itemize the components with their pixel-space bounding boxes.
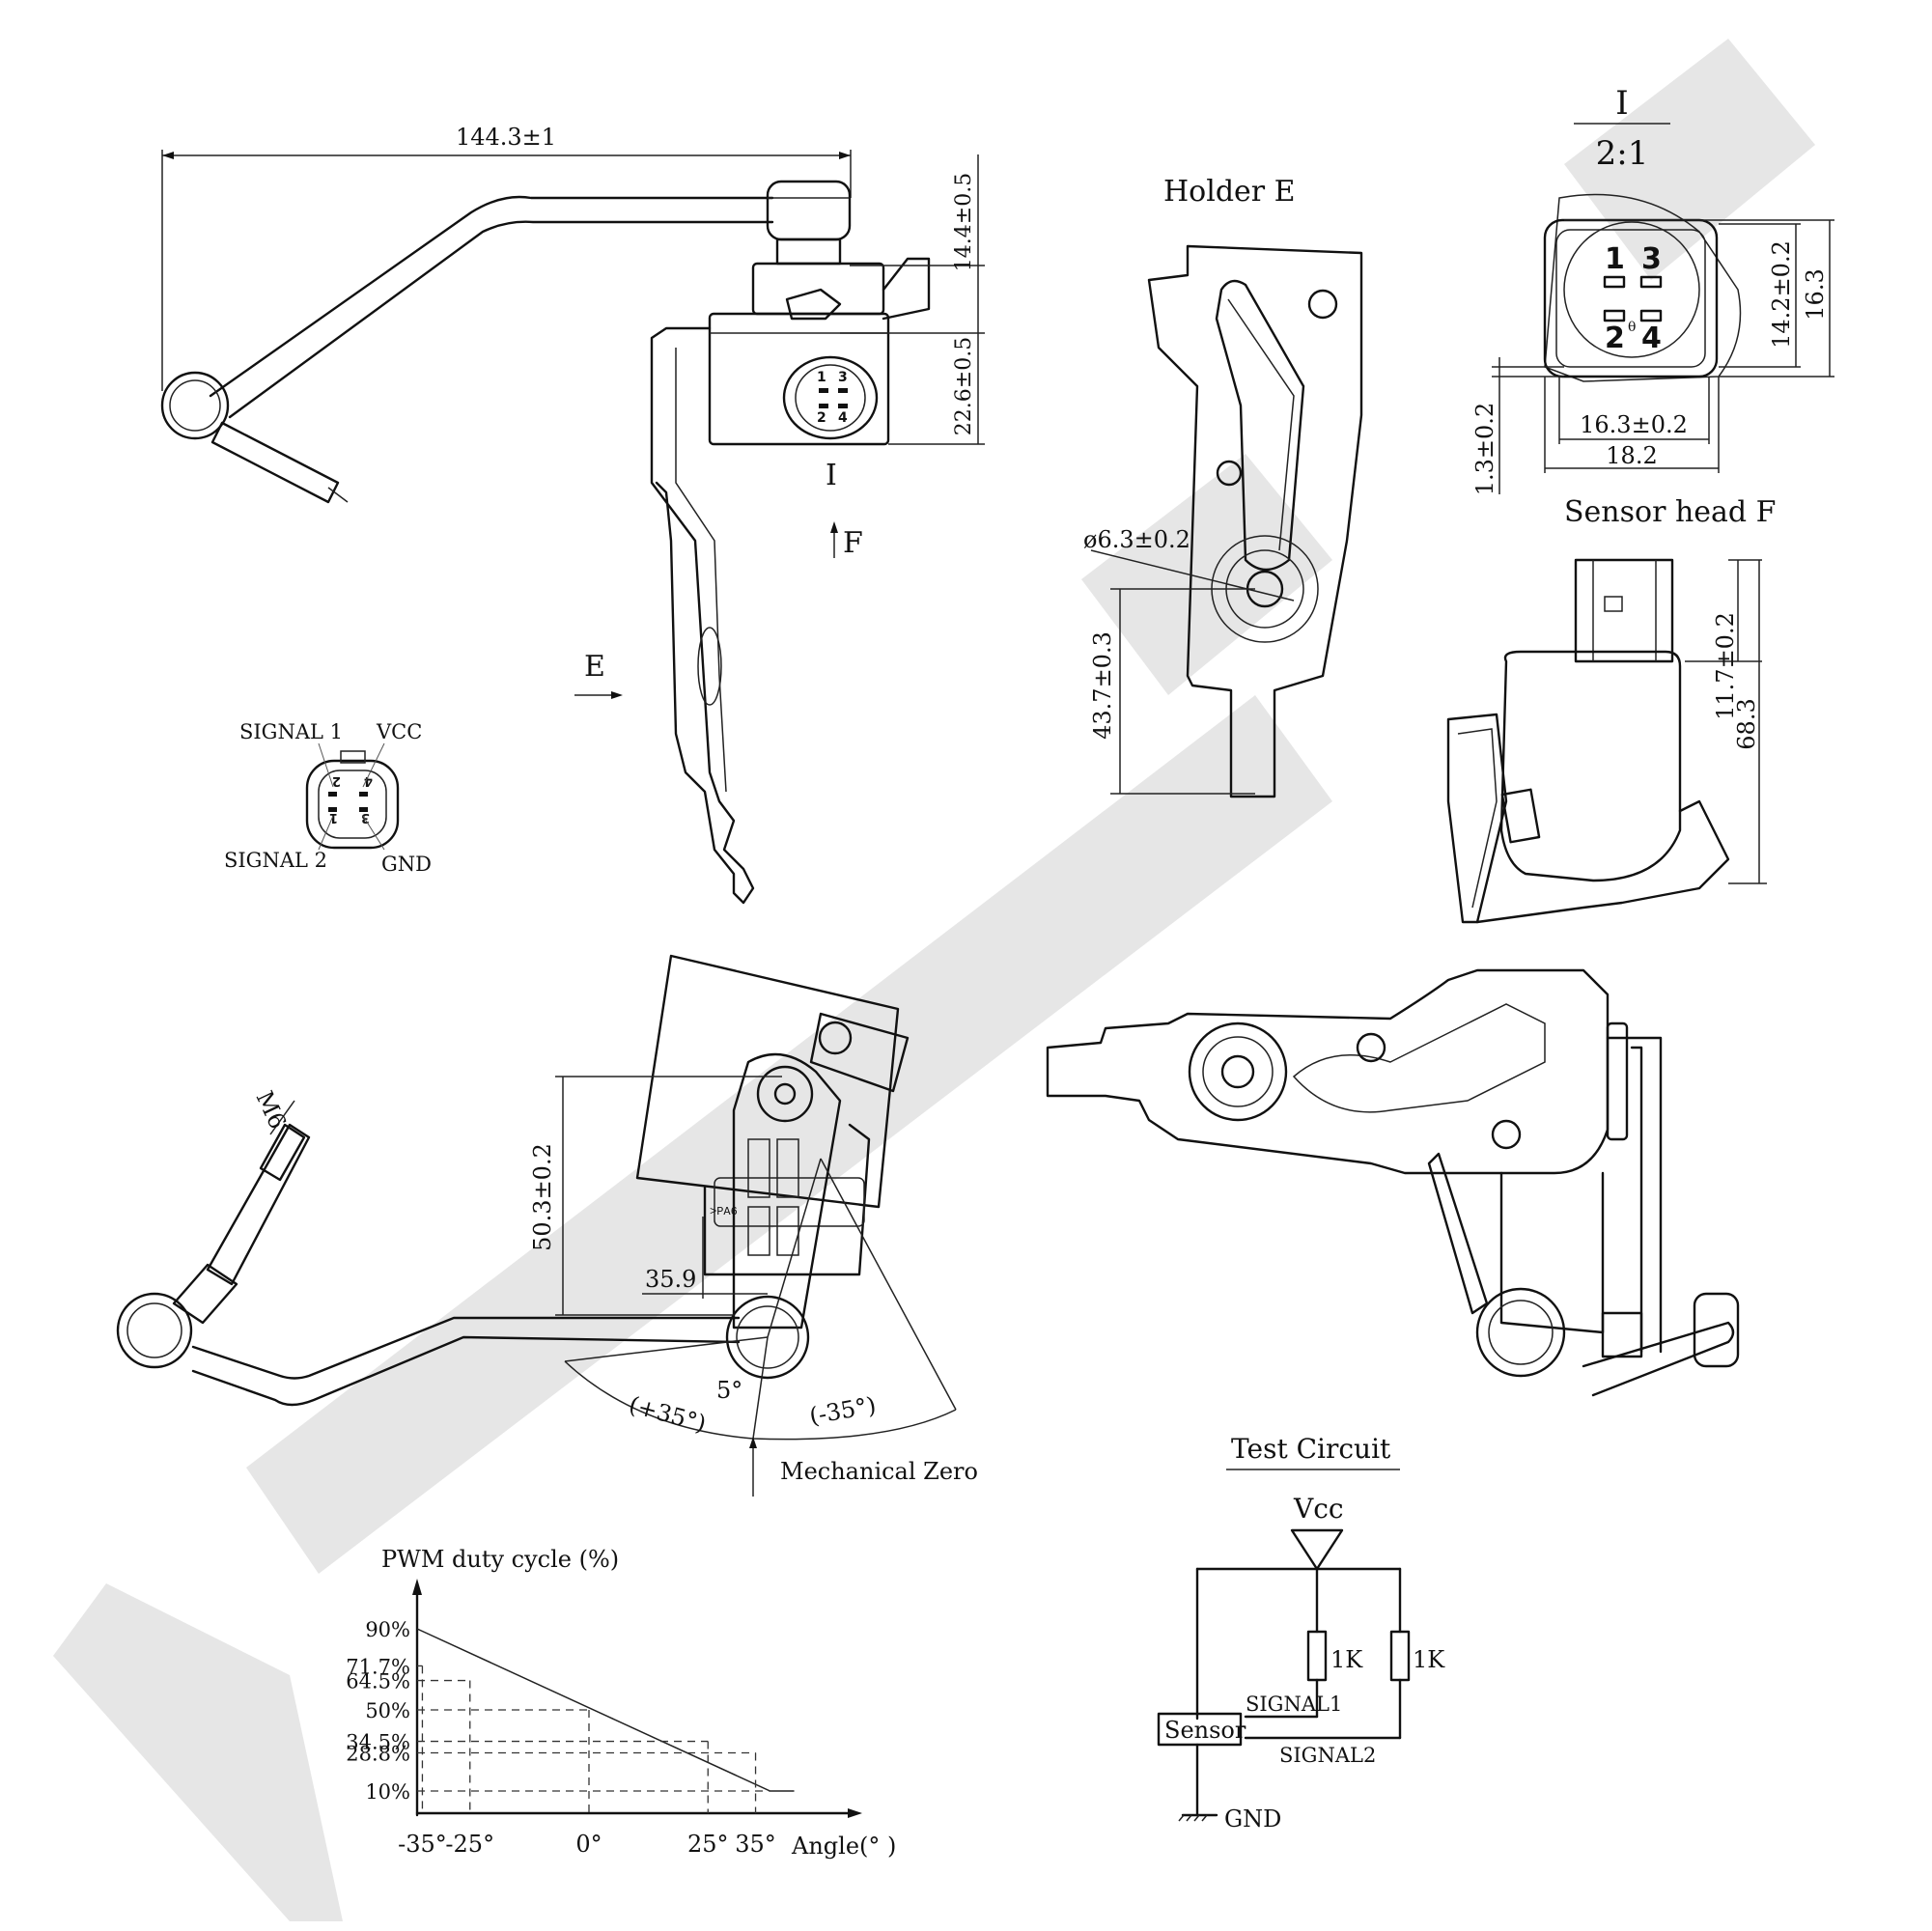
vcc-symbol (1290, 1528, 1344, 1571)
detail-pin-4: 4 (1641, 322, 1662, 355)
lever-height-dim: 50.3±0.2 (529, 1143, 556, 1251)
ball-joint-lever (116, 1292, 193, 1369)
sensor-head-f-title: Sensor head F (1564, 495, 1776, 529)
pinout-vcc: VCC (376, 720, 422, 743)
connector-face (782, 355, 879, 440)
resistor-1 (1306, 1630, 1328, 1682)
holder-e-view: Holder E ø6.3±0.2 43.7±0.3 (1083, 175, 1363, 798)
svg-text:2: 2 (817, 410, 826, 426)
y-tick-label: 34.5% (346, 1731, 410, 1754)
dim-body-label: 22.6±0.5 (952, 337, 976, 435)
angle-plus: (+35°) (626, 1391, 709, 1438)
circuit-signal1: SIGNAL1 (1246, 1693, 1342, 1716)
lever-arm (732, 1052, 842, 1329)
svg-text:θ: θ (1628, 320, 1636, 335)
sensor-head-dim-small: 11.7±0.2 (1712, 612, 1739, 720)
ball-joint-left (160, 371, 230, 440)
svg-text:1: 1 (817, 370, 826, 385)
y-tick-label: 50% (365, 1699, 410, 1722)
sensor-head-dim-total: 68.3 (1733, 698, 1760, 749)
sensor-body (708, 312, 890, 446)
resistor-2 (1389, 1630, 1411, 1682)
x-tick-label: 0° (575, 1831, 602, 1858)
angle-arc (564, 1360, 957, 1441)
angle-five: 5° (716, 1377, 742, 1404)
r2-label: 1K (1413, 1646, 1445, 1673)
y-tick-label: 64.5% (346, 1670, 410, 1693)
main-assembly-view: 144.3±1 1 3 2 4 (160, 124, 985, 905)
detail-pin-1: 1 (1605, 242, 1625, 276)
x-tick-label: -25° (445, 1831, 494, 1858)
holder-length-dim: 43.7±0.3 (1089, 631, 1116, 740)
sensor-head-f-view: Sensor head F 11.7±0.2 68.3 (1446, 495, 1776, 924)
y-tick-label: 10% (365, 1780, 410, 1804)
svg-text:3: 3 (838, 370, 848, 385)
lever-marking: >PA6 (710, 1205, 738, 1218)
view-e-marker: E (584, 650, 605, 684)
detail-offset: 1.3±0.2 (1471, 403, 1498, 495)
dim-top-label: 14.4±0.5 (952, 173, 976, 271)
r1-label: 1K (1330, 1646, 1363, 1673)
chart-ylabel: PWM duty cycle (%) (381, 1546, 619, 1573)
pin-2-label: 2 (332, 773, 341, 788)
sensor-box (1157, 1712, 1243, 1747)
detail-inner-h: 14.2±0.2 (1768, 240, 1795, 349)
view-i-marker: I (826, 459, 837, 492)
dim-length-label: 144.3±1 (456, 124, 556, 151)
y-tick-label: 90% (365, 1618, 410, 1641)
pinout-diagram: 2 4 1 3 SIGNAL 1 VCC SIGNAL 2 GND (224, 720, 432, 876)
x-tick-label: -35° (398, 1831, 447, 1858)
iso-ball-joint (1475, 1287, 1566, 1378)
lever-offset-dim: 35.9 (645, 1266, 696, 1293)
pinout-signal2: SIGNAL 2 (224, 849, 327, 872)
y-tick-label: 71.7% (346, 1655, 410, 1678)
pin-3-label: 3 (361, 810, 370, 825)
circuit-gnd: GND (1224, 1805, 1281, 1833)
pinout-gnd: GND (381, 853, 432, 876)
pin-1-label: 1 (329, 810, 338, 825)
detail-inner-w: 16.3±0.2 (1580, 411, 1688, 438)
circuit-vcc: Vcc (1293, 1493, 1344, 1525)
detail-pin-2: 2 (1605, 322, 1625, 355)
pinout-signal1: SIGNAL 1 (239, 720, 343, 743)
x-tick-label: 25° (687, 1831, 729, 1858)
pwm-chart: PWM duty cycle (%) Angle(° ) 90% 71.7%64.… (346, 1546, 896, 1860)
mechanical-zero-label: Mechanical Zero (780, 1458, 978, 1485)
angle-minus: (-35°) (807, 1391, 878, 1430)
chart-xlabel: Angle(° ) (791, 1833, 896, 1860)
detail-outer-h: 16.3 (1802, 268, 1829, 320)
sensor-head-body (1499, 650, 1682, 882)
x-tick-label: 35° (735, 1831, 776, 1858)
pinout-connector (305, 759, 400, 850)
detail-i-label: I (1615, 84, 1628, 123)
pin-4-label: 4 (364, 773, 373, 788)
test-circuit: Test Circuit Vcc 1K 1K SIGNAL1 SIGNAL2 S… (1157, 1433, 1445, 1833)
holder-hole-dim: ø6.3±0.2 (1083, 526, 1190, 553)
detail-i-view: I 2:1 1 3 2 4 θ 14.2±0.2 16.3 16.3±0.2 1… (1471, 84, 1834, 495)
view-f-marker: F (843, 526, 863, 560)
top-cap (766, 180, 852, 241)
chart-marks: 90% 71.7%64.5% 50% 34.5%28.8% 10% -35°-25° 0° 2… (346, 1618, 795, 1858)
lever-sensor-body (635, 954, 900, 1209)
detail-i-scale: 2:1 (1596, 134, 1649, 173)
detail-outer-w: 18.2 (1606, 442, 1657, 469)
circuit-title: Test Circuit (1231, 1433, 1391, 1465)
svg-text:4: 4 (838, 410, 848, 426)
circuit-sensor: Sensor (1164, 1717, 1246, 1744)
isometric-view (1046, 968, 1740, 1397)
circuit-signal2: SIGNAL2 (1279, 1744, 1376, 1767)
detail-pin-3: 3 (1641, 242, 1662, 276)
y-tick-label: 28.8% (346, 1743, 410, 1766)
sensor-head-stem (1574, 558, 1674, 663)
iso-holder (1046, 968, 1610, 1175)
holder-e-title: Holder E (1163, 175, 1296, 209)
